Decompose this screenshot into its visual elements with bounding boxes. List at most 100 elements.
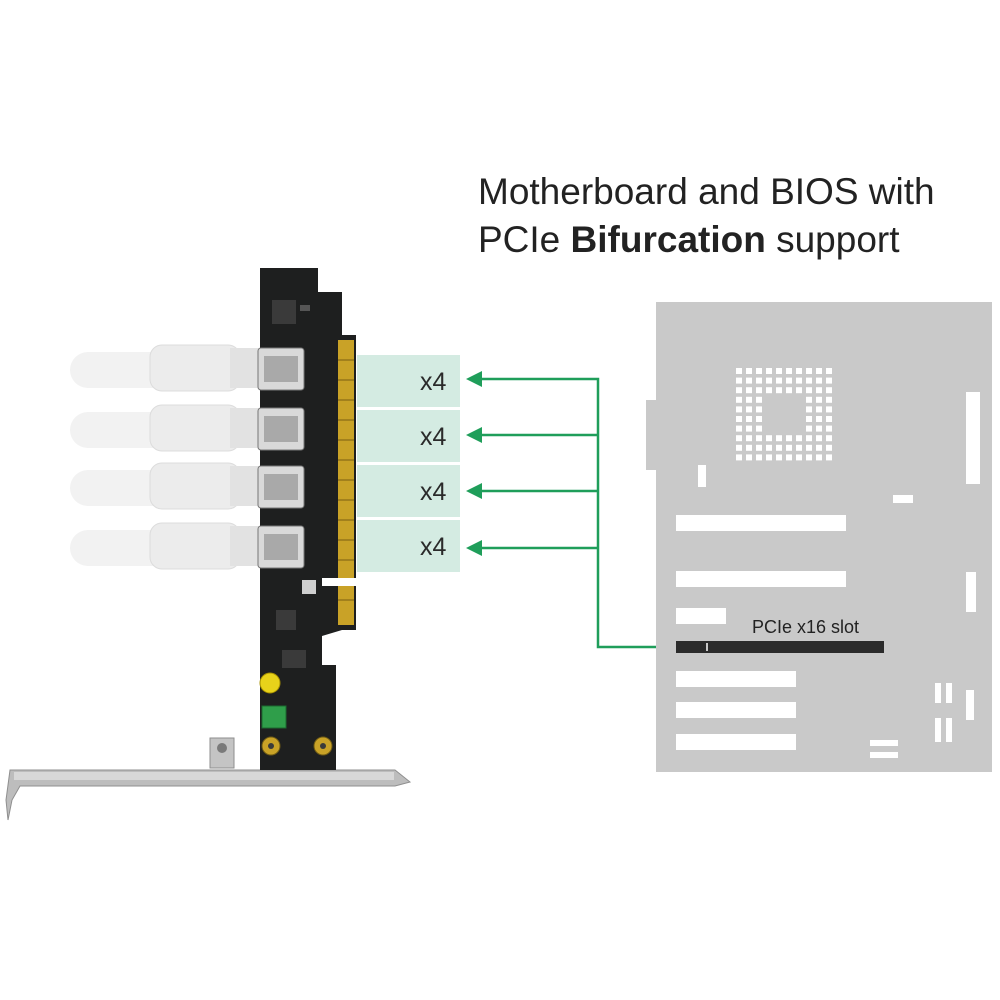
cpu-pin: [756, 406, 762, 413]
cpu-pin: [746, 406, 752, 413]
cpu-pin: [756, 416, 762, 422]
cpu-pin: [796, 435, 802, 442]
cpu-pin: [746, 444, 752, 451]
ram-slot: [966, 392, 980, 484]
cpu-pin: [756, 396, 762, 403]
cpu-pin: [746, 454, 752, 461]
title-suffix: support: [765, 219, 900, 260]
sff-cables: [70, 344, 270, 570]
title-line-2: PCIe Bifurcation support: [478, 216, 988, 264]
cpu-pin: [816, 387, 822, 394]
cpu-pin: [776, 435, 782, 442]
cpu-pin: [816, 416, 822, 422]
cpu-pin: [806, 377, 812, 384]
cpu-pin: [826, 425, 832, 432]
gold-contacts: [338, 340, 354, 625]
pci-slot-5: [676, 702, 796, 718]
title-bold-word: Bifurcation: [570, 219, 766, 260]
cpu-pin: [756, 435, 762, 442]
cpu-pin: [796, 444, 802, 451]
cpu-pin: [746, 435, 752, 442]
lane-bands: [357, 355, 460, 572]
lane-label-2: x4: [420, 423, 447, 451]
cpu-pin: [826, 444, 832, 451]
cpu-pin: [816, 435, 822, 442]
lane-band-1: [357, 355, 460, 407]
cpu-pin: [816, 368, 822, 374]
cpu-pin: [816, 444, 822, 451]
cable-4: [70, 522, 270, 570]
cpu-pin: [736, 435, 742, 442]
pcie-x16-slot: [676, 641, 884, 653]
cpu-pin: [826, 387, 832, 394]
cpu-pin: [816, 396, 822, 403]
cpu-pin: [746, 387, 752, 394]
cpu-pin: [736, 368, 742, 374]
diagram-title: Motherboard and BIOS with PCIe Bifurcati…: [478, 168, 988, 264]
bifurcation-arrows: [476, 377, 676, 649]
title-line-1: Motherboard and BIOS with: [478, 171, 935, 212]
cpu-pin: [756, 454, 762, 461]
cpu-pin: [816, 377, 822, 384]
cpu-pin: [786, 435, 792, 442]
cpu-pin: [806, 444, 812, 451]
cpu-pin: [776, 454, 782, 461]
cpu-pin: [826, 396, 832, 403]
pci-slot-4: [676, 671, 796, 687]
cpu-pin: [796, 387, 802, 394]
cable-1: [70, 344, 270, 392]
cpu-pin: [746, 416, 752, 422]
cpu-pin: [816, 425, 822, 432]
cpu-pin: [796, 377, 802, 384]
cpu-pin: [806, 368, 812, 374]
cpu-pin: [766, 368, 772, 374]
cpu-pin: [776, 377, 782, 384]
cpu-pin: [766, 435, 772, 442]
lane-label-4: x4: [420, 533, 447, 561]
pci-slot-2: [676, 571, 846, 587]
arrow-heads: [466, 371, 482, 556]
cpu-pin: [776, 387, 782, 394]
cpu-pin: [826, 377, 832, 384]
cpu-pin: [736, 416, 742, 422]
cpu-pin: [746, 368, 752, 374]
cpu-pin: [796, 454, 802, 461]
cpu-pin: [816, 406, 822, 413]
cpu-pin: [826, 406, 832, 413]
cpu-pin: [756, 377, 762, 384]
cpu-pin: [806, 387, 812, 394]
cpu-pin: [806, 425, 812, 432]
cpu-pin: [756, 425, 762, 432]
cpu-pin: [786, 444, 792, 451]
cpu-pin: [736, 406, 742, 413]
cpu-pin: [746, 377, 752, 384]
cpu-pin: [826, 416, 832, 422]
pci-slot-6: [676, 734, 796, 750]
cpu-pin: [826, 368, 832, 374]
cpu-pin: [806, 435, 812, 442]
card-bracket: [5, 737, 412, 821]
cpu-pin: [786, 368, 792, 374]
cpu-pin: [806, 454, 812, 461]
cpu-pin: [766, 454, 772, 461]
cpu-pin: [816, 454, 822, 461]
cpu-pin: [826, 435, 832, 442]
cpu-pin: [766, 387, 772, 394]
arrow-path-main: [476, 377, 676, 649]
pcie-slot-label: PCIe x16 slot: [752, 617, 860, 637]
cable-3: [70, 462, 270, 510]
cpu-pin: [736, 425, 742, 432]
cpu-pin: [766, 444, 772, 451]
motherboard: [646, 302, 992, 772]
cpu-pin: [736, 444, 742, 451]
cpu-pin: [786, 377, 792, 384]
pci-slot-1: [676, 515, 846, 531]
lane-band-4: [357, 520, 460, 572]
cpu-pin: [746, 396, 752, 403]
cpu-pin: [786, 387, 792, 394]
cpu-pin: [796, 368, 802, 374]
cpu-pin: [736, 377, 742, 384]
cpu-pin: [756, 444, 762, 451]
